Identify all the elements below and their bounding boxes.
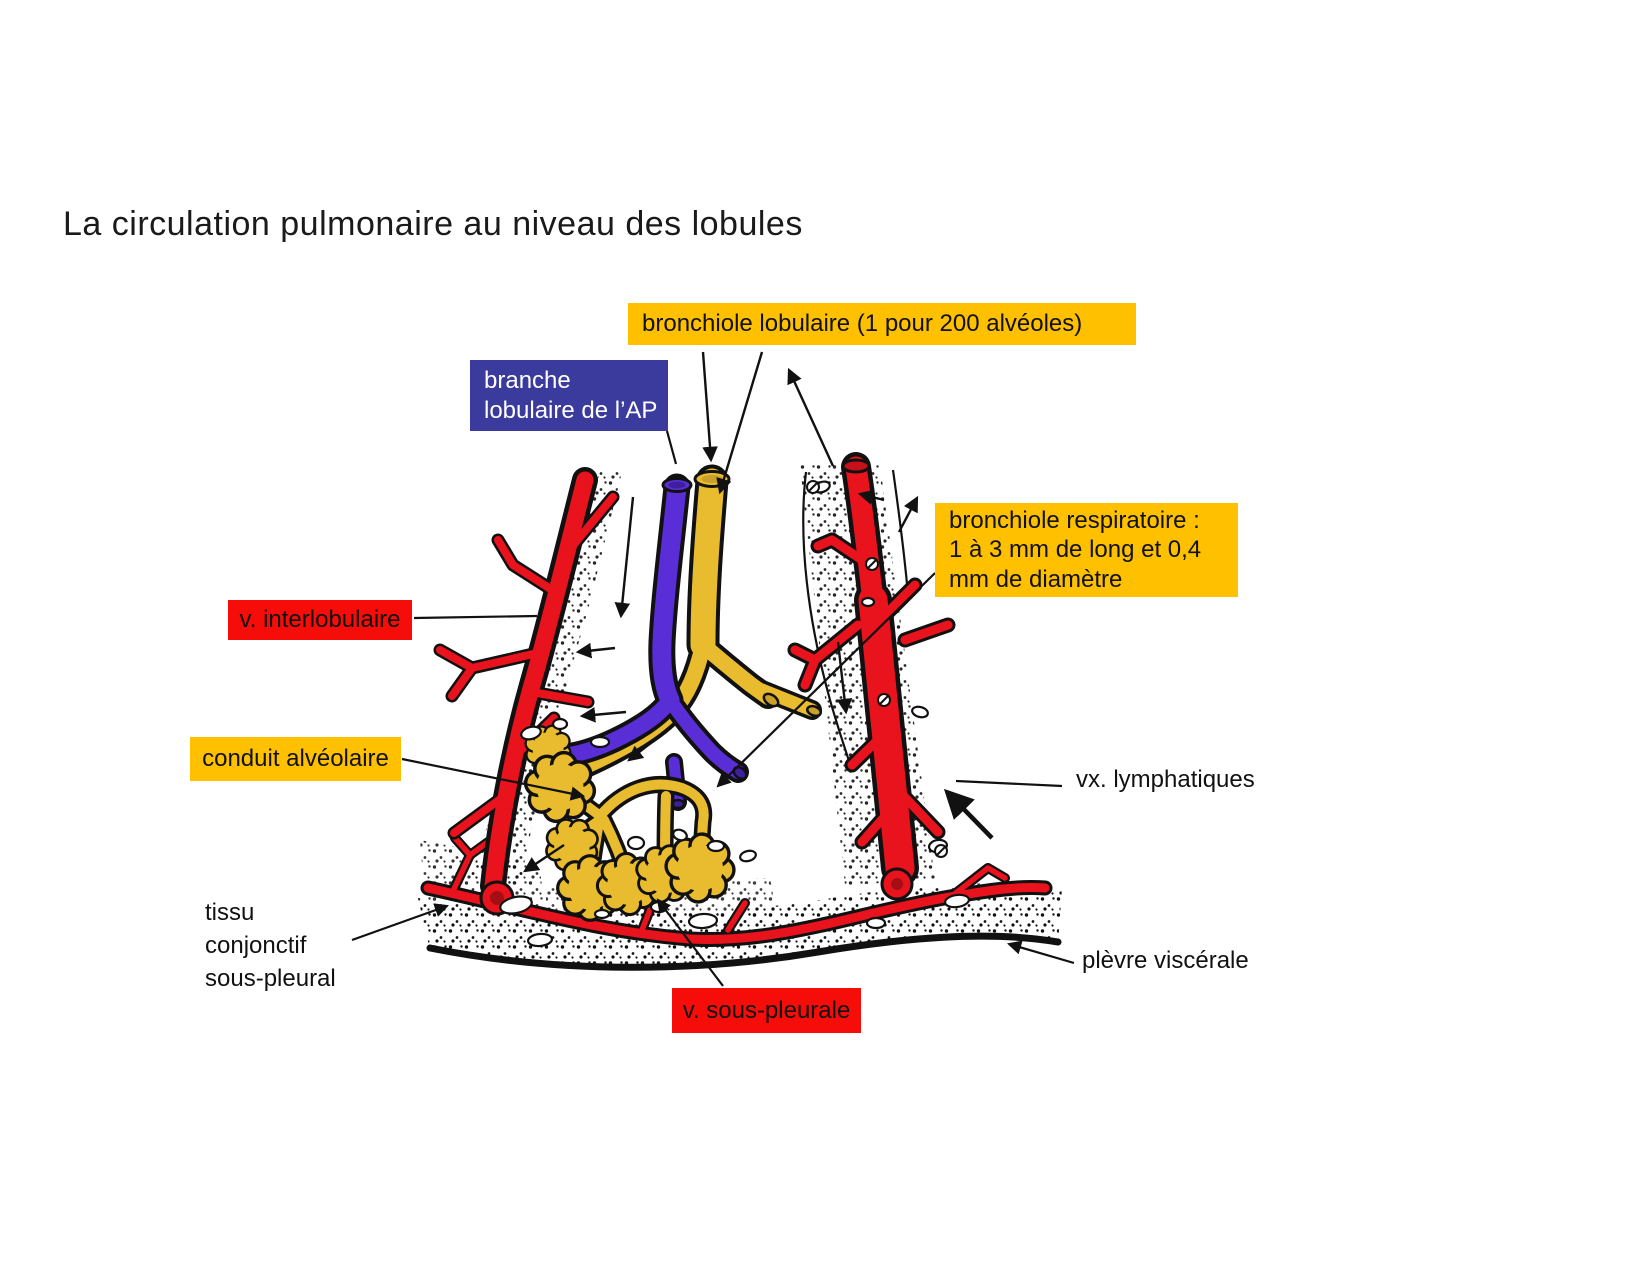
interstitial-spaces (499, 480, 971, 948)
pulmonary-artery-branch-drawing (558, 473, 749, 811)
label-tissu-line1: tissu (205, 899, 255, 926)
flow-arrows (523, 351, 994, 873)
label-vx-lymphatiques: vx. lymphatiques (1076, 766, 1255, 793)
interlobular-vein-drawing (433, 467, 620, 916)
label-branche-ap-line2: lobulaire de l’AP (484, 396, 658, 424)
label-bronchiole-resp-line3: mm de diamètre (949, 565, 1123, 593)
label-conduit-alveolaire: conduit alvéolaire (190, 737, 401, 781)
label-bronchiole-respiratoire: bronchiole respiratoire : 1 à 3 mm de lo… (935, 503, 1238, 597)
label-tissu-line3: sous-pleural (205, 965, 336, 992)
label-bronchiole-resp-line2: 1 à 3 mm de long et 0,4 (949, 536, 1202, 564)
label-v-interlobulaire: v. interlobulaire (228, 600, 412, 640)
label-conduit-alveolaire-text: conduit alvéolaire (202, 745, 389, 772)
visceral-pleura-line (426, 932, 1062, 971)
label-bronchiole-lobulaire: bronchiole lobulaire (1 pour 200 alvéole… (628, 303, 1136, 345)
label-plevre-viscerale: plèvre viscérale (1082, 947, 1249, 974)
lobular-bronchiole-drawing (576, 464, 823, 777)
label-v-interlobulaire-text: v. interlobulaire (239, 606, 401, 633)
label-tissu-line2: conjonctif (205, 932, 307, 959)
lymphatic-valve-icons (806, 480, 948, 858)
label-branche-lobulaire-ap: branche lobulaire de l’AP (470, 360, 668, 431)
label-bronchiole-resp-line1: bronchiole respiratoire : (949, 507, 1200, 535)
label-v-sous-pleurale: v. sous-pleurale (672, 988, 861, 1033)
alveolar-ducts-drawing (517, 717, 739, 929)
label-branche-ap-line1: branche (484, 366, 571, 394)
leader-lines (351, 430, 1075, 987)
label-tissu-conjonctif-sous-pleural: tissu conjonctif sous-pleural (205, 896, 336, 995)
label-v-sous-pleurale-text: v. sous-pleurale (682, 996, 851, 1024)
right-vessel-drawing (787, 452, 956, 901)
label-bronchiole-lobulaire-text: bronchiole lobulaire (1 pour 200 alvéole… (642, 310, 1083, 337)
page-title: La circulation pulmonaire au niveau des … (63, 205, 803, 243)
